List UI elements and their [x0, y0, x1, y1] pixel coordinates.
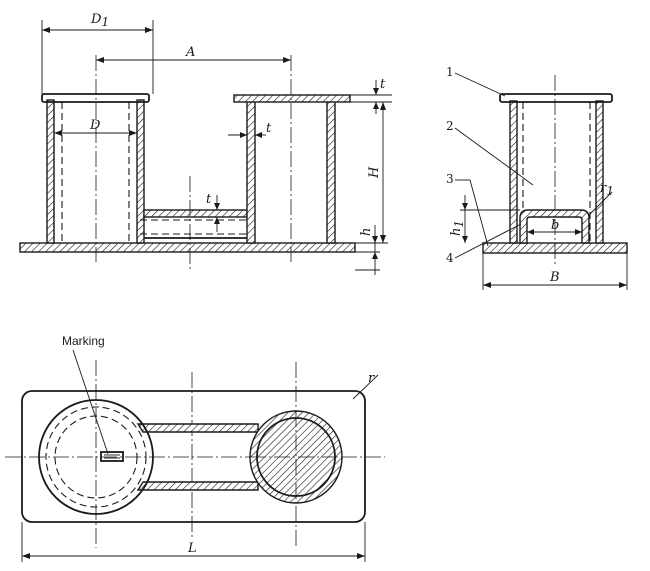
left-post-left-wall — [46, 99, 55, 244]
dim-L-label: L — [187, 541, 197, 556]
dim-D-label: D — [89, 118, 101, 133]
front-view: D1 A D t t t H — [19, 12, 392, 275]
dim-t-wall-label: t — [266, 121, 272, 136]
right-post-cap — [233, 94, 351, 103]
dim-r-label: r — [368, 371, 375, 386]
callout-1: 1 — [446, 65, 454, 79]
side-bar-section — [519, 209, 590, 244]
dim-r1-label: r1 — [600, 181, 614, 198]
plan-base-outline — [21, 390, 366, 523]
dim-h-label: h — [359, 228, 374, 236]
connecting-bar-top — [143, 209, 248, 218]
right-post-right-wall — [326, 100, 336, 244]
dim-t-top-label: t — [380, 77, 386, 92]
plan-bar-top — [136, 423, 259, 433]
dim-D1-label: D1 — [90, 12, 109, 29]
dim-A-label: A — [185, 45, 195, 60]
side-post-left-wall — [509, 100, 518, 244]
side-post-right-wall — [595, 100, 604, 244]
dim-H-label: H — [367, 166, 382, 179]
plan-bar-bottom — [136, 481, 259, 491]
left-post-cap — [41, 93, 150, 103]
plan-left-post-outer — [38, 399, 154, 515]
callout-2: 2 — [446, 119, 454, 133]
dim-t-bar-label: t — [206, 192, 212, 207]
dim-B-label: B — [549, 270, 560, 285]
left-post-right-wall — [136, 99, 145, 244]
marking-plate — [100, 451, 124, 462]
dim-h1-label: h1 — [449, 220, 466, 236]
side-view: b h1 r1 B 1 2 3 4 — [446, 65, 628, 290]
front-base-plate — [19, 242, 356, 253]
right-post-left-wall — [246, 100, 256, 244]
marking-label: Marking — [62, 334, 105, 348]
dim-b-label: b — [551, 218, 559, 233]
side-post-cap — [499, 93, 613, 103]
plan-view: Marking r L — [5, 334, 385, 562]
callout-4: 4 — [446, 251, 454, 265]
callout-3: 3 — [446, 172, 454, 186]
